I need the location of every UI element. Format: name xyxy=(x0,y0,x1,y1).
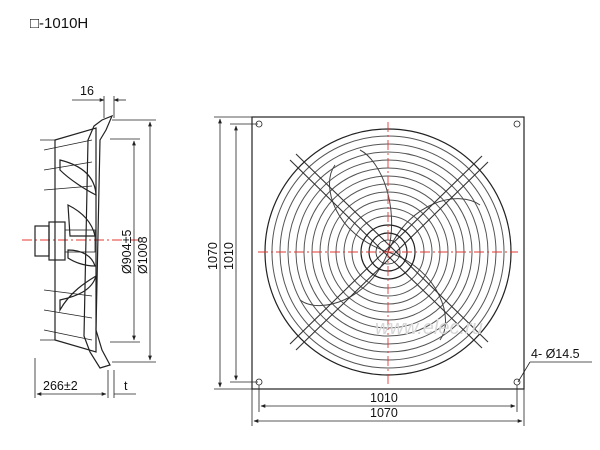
side-flange xyxy=(83,114,114,369)
side-motor xyxy=(34,225,50,257)
dim-holes: 4- Ø14.5 xyxy=(531,347,580,361)
front-view: www.elec.ru 1070 1010 1010 1070 4- Ø14.5 xyxy=(206,116,592,426)
dim-height-1010: 1010 xyxy=(222,242,236,270)
dim-t: t xyxy=(124,379,128,393)
side-blade-1 xyxy=(59,159,97,196)
side-blade-3 xyxy=(67,203,96,237)
side-hub xyxy=(48,221,66,261)
hole-top-right xyxy=(513,120,521,128)
dim-depth-266: 266±2 xyxy=(43,379,78,393)
side-guard-ribs xyxy=(43,139,93,341)
front-plate xyxy=(251,116,525,390)
dim-height-1070: 1070 xyxy=(206,242,220,270)
front-support-bars xyxy=(289,153,489,351)
dim-width-1010: 1010 xyxy=(370,391,398,405)
dim-dia-1008: Ø1008 xyxy=(136,236,150,274)
side-shaft-housing xyxy=(64,229,96,253)
side-view: 16 Ø904±5 Ø1008 266±2 t xyxy=(22,84,156,398)
dim-dia-904: Ø904±5 xyxy=(120,230,134,274)
dim-16: 16 xyxy=(80,84,94,98)
side-blade-2 xyxy=(59,274,97,313)
side-guard-edge xyxy=(40,139,56,341)
dim-width-1070: 1070 xyxy=(370,406,398,420)
drawing-title: □-1010H xyxy=(30,15,88,32)
watermark: www.elec.ru xyxy=(375,317,483,339)
